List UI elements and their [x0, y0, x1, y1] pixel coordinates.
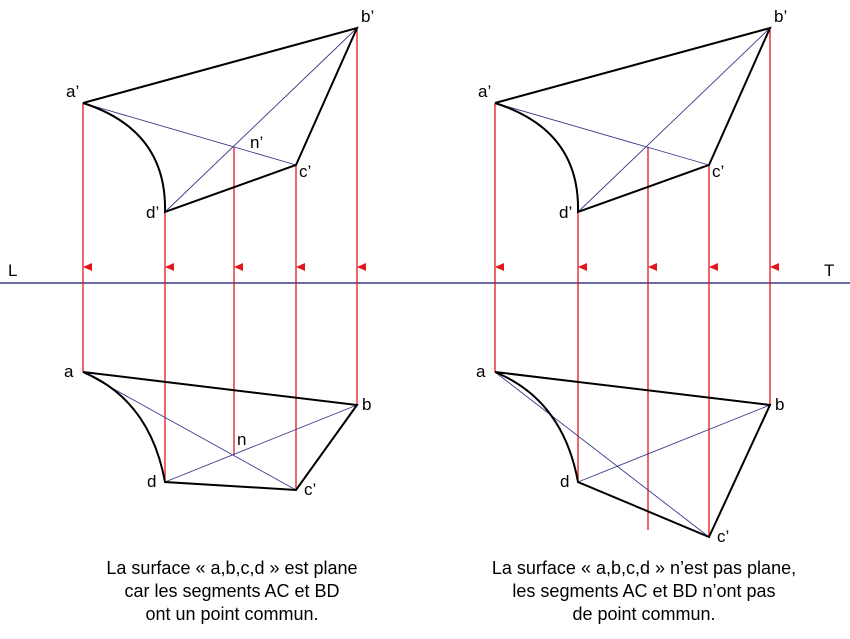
label-a-prime: a’: [478, 82, 491, 101]
top-view: [494, 371, 772, 539]
label-a: a: [476, 362, 486, 381]
label-a: a: [64, 362, 74, 381]
front-view: [494, 26, 772, 214]
left-caption: La surface « a,b,c,d » est plane car les…: [42, 557, 422, 626]
label-b: b: [775, 395, 784, 414]
projection-lines: [494, 28, 779, 537]
front-view: [82, 26, 359, 214]
label-c: c’: [717, 527, 729, 546]
label-d-prime: d’: [559, 203, 572, 222]
label-c: c’: [304, 480, 316, 499]
projection-lines: [82, 28, 366, 490]
label-d-prime: d’: [146, 203, 159, 222]
label-n-prime: n’: [250, 133, 263, 152]
label-n: n: [237, 430, 246, 449]
right-figure: a’ b’ c’ d’ a b c’ d: [476, 7, 787, 546]
caption-line: La surface « a,b,c,d » n’est pas plane,: [491, 558, 797, 578]
label-l: L: [8, 261, 17, 280]
label-c-prime: c’: [712, 162, 724, 181]
caption-line: ont un point commun.: [145, 604, 319, 624]
label-b-prime: b’: [361, 7, 374, 26]
caption-line: La surface « a,b,c,d » est plane: [106, 558, 358, 578]
right-caption: La surface « a,b,c,d » n’est pas plane, …: [454, 557, 834, 626]
caption-line: les segments AC et BD n’ont pas: [512, 581, 776, 601]
label-d: d: [560, 472, 569, 491]
label-t: T: [824, 261, 834, 280]
caption-line: car les segments AC et BD: [124, 581, 340, 601]
label-d: d: [147, 472, 156, 491]
label-c-prime: c’: [299, 162, 311, 181]
top-view: [82, 371, 359, 492]
caption-line: de point commun.: [572, 604, 716, 624]
label-b: b: [362, 395, 371, 414]
label-b-prime: b’: [774, 7, 787, 26]
label-a-prime: a’: [66, 82, 79, 101]
left-figure: a’ b’ c’ d’ n’ a b c’ d n: [64, 7, 374, 499]
